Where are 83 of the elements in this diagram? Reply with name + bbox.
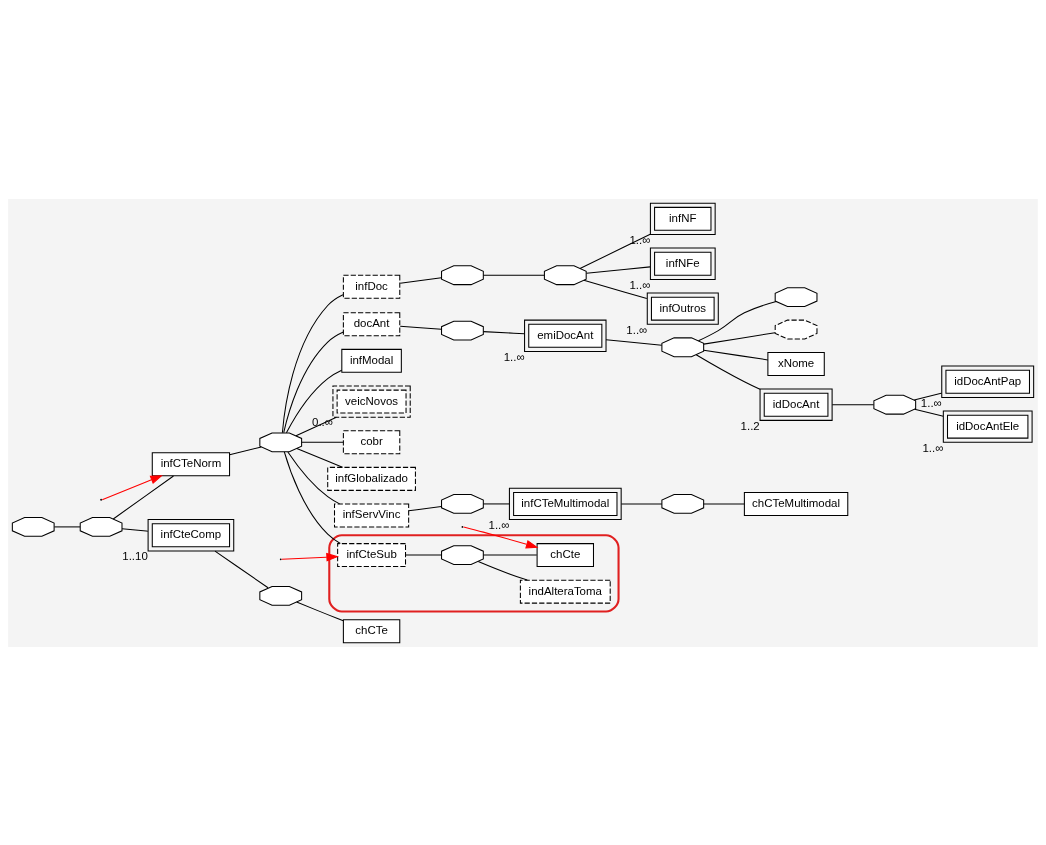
connector: [579, 233, 651, 269]
connector: [913, 392, 943, 401]
connector: [482, 502, 510, 504]
node-box: idDocAntEle: [942, 409, 1033, 443]
arrow: [101, 474, 163, 500]
node-octagon: [441, 544, 484, 565]
connector: [703, 502, 745, 504]
node-label: 1..∞: [626, 323, 648, 335]
connector: [583, 279, 648, 299]
node-box: chCTe: [342, 618, 401, 643]
node-octagon: [259, 585, 303, 606]
connector: [477, 560, 528, 581]
arrow: [463, 525, 539, 548]
node-label: 1..2: [740, 419, 760, 432]
node-label: 1..∞: [629, 278, 651, 291]
node-box: emiDocAnt: [524, 319, 607, 352]
node-box: idDocAnt: [759, 388, 833, 421]
connector: [53, 525, 81, 527]
connector: [121, 527, 149, 532]
node-box: veicNovos: [332, 384, 411, 418]
node-label: 1..∞: [920, 396, 942, 409]
node-octagon: [259, 431, 303, 452]
node-box: infCTeMultimodal: [508, 487, 622, 520]
connector: [695, 353, 761, 390]
node-box: infNFe: [649, 247, 716, 280]
node-box: xNome: [767, 351, 825, 376]
connector: [482, 330, 525, 334]
connector: [296, 600, 344, 621]
connector: [112, 474, 174, 519]
connector: [703, 331, 776, 345]
node-octagon: [79, 516, 123, 537]
node-octagon: [873, 394, 917, 415]
connector: [283, 331, 344, 433]
node-octagon: [11, 516, 55, 537]
connector: [482, 554, 538, 556]
node-octagon: [774, 319, 818, 339]
node-octagon: [441, 264, 484, 285]
connector: [285, 369, 343, 433]
node-octagon: [543, 264, 587, 285]
node-box: infDoc: [342, 274, 401, 299]
node-label: 1..∞: [488, 518, 510, 531]
node-octagon: [441, 320, 484, 340]
connector: [399, 276, 442, 284]
connector: [283, 450, 341, 544]
connector: [914, 408, 944, 417]
node-box: infServVinc: [334, 502, 410, 527]
connector: [301, 441, 344, 443]
connector: [831, 403, 875, 405]
connector: [697, 300, 777, 341]
node-box: idDocAntPap: [941, 365, 1035, 398]
connector: [408, 505, 442, 511]
node-box: infNF: [649, 202, 716, 235]
node-box: infOutros: [646, 291, 719, 325]
node-box: infCteComp: [147, 518, 235, 551]
node-box: chCTeMultimodal: [743, 491, 849, 516]
connector: [605, 338, 663, 346]
connector: [296, 447, 343, 468]
connector: [482, 274, 545, 276]
node-box: chCte: [536, 542, 594, 567]
node-box: docAnt: [342, 311, 401, 336]
connector: [281, 293, 344, 433]
node-octagon: [441, 493, 484, 514]
connector: [620, 502, 663, 504]
connector: [405, 554, 442, 556]
connector: [703, 349, 769, 360]
connector: [585, 265, 651, 274]
node-box: infCteSub: [337, 542, 407, 567]
node-label: 1..10: [122, 549, 148, 562]
node-box: infGlobalizado: [327, 466, 416, 491]
node-label: 1..∞: [922, 441, 944, 454]
node-octagon: [774, 286, 818, 307]
node-box: infModal: [341, 348, 402, 373]
connector: [399, 325, 442, 330]
node-box: infCTeNorm: [151, 451, 231, 476]
node-octagon: [661, 336, 705, 357]
node-box: indAlteraToma: [519, 579, 611, 604]
node-octagon: [661, 493, 705, 514]
connector: [214, 550, 269, 588]
node-box: cobr: [342, 429, 401, 454]
node-label: 1..∞: [503, 350, 525, 363]
arrow: [281, 552, 339, 562]
connector: [229, 445, 262, 455]
connector: [287, 450, 341, 504]
